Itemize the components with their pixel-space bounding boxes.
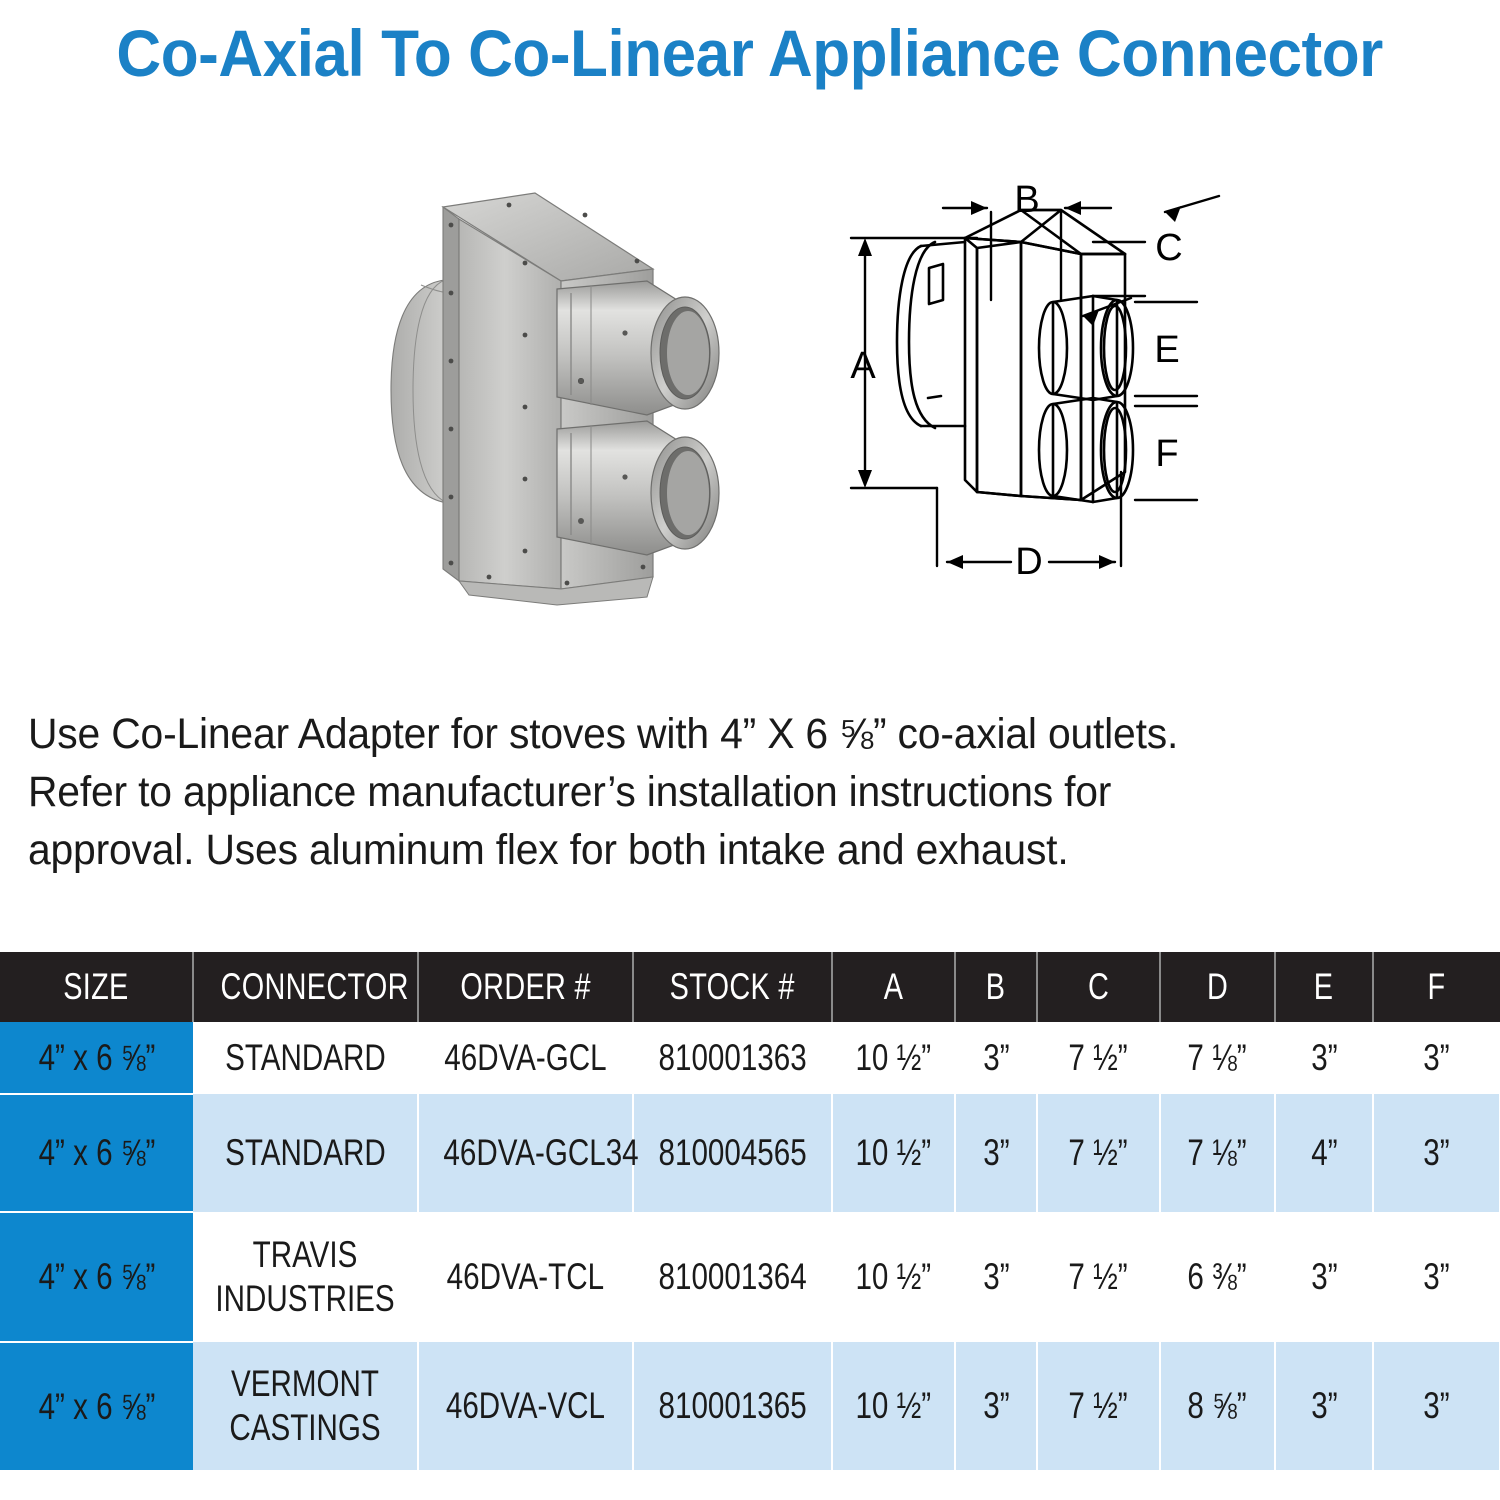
dim-label-f: F — [1155, 433, 1178, 475]
description-line-2: Refer to appliance manufacturer’s instal… — [28, 768, 1112, 816]
cell-stock: 810001364 — [633, 1212, 833, 1342]
cell-c: 7 ½” — [1037, 1094, 1161, 1212]
cell-e: 4” — [1275, 1094, 1374, 1212]
photo-outlet-lower — [556, 420, 720, 556]
cell-connector: STANDARD — [193, 1094, 419, 1212]
col-header-order: ORDER # — [418, 952, 634, 1022]
cell-f: 3” — [1373, 1022, 1500, 1094]
description-line-1: Use Co-Linear Adapter for stoves with 4”… — [28, 710, 1179, 758]
page-title-text: Co-Axial To Co-Linear Appliance Connecto… — [116, 15, 1384, 90]
col-header-d: D — [1160, 952, 1276, 1022]
page-title: Co-Axial To Co-Linear Appliance Connecto… — [0, 10, 1500, 95]
diagram-outlet-upper — [1037, 294, 1135, 402]
dim-label-a: A — [850, 345, 876, 387]
cell-a: 10 ½” — [832, 1094, 956, 1212]
cell-order: 46DVA-TCL — [418, 1212, 634, 1342]
cell-connector: STANDARD — [193, 1022, 419, 1094]
table-row: 4” x 6 ⅝” VERMONT CASTINGS 46DVA-VCL 810… — [0, 1342, 1500, 1470]
cell-b: 3” — [955, 1022, 1038, 1094]
col-header-stock: STOCK # — [633, 952, 833, 1022]
col-header-size: SIZE — [0, 952, 194, 1022]
diagram-box-face-b — [1019, 240, 1083, 502]
table-row: 4” x 6 ⅝” STANDARD 46DVA-GCL 810001363 1… — [0, 1022, 1500, 1095]
dim-label-b: B — [1014, 179, 1039, 221]
col-header-b: B — [955, 952, 1038, 1022]
cell-order: 46DVA-GCL — [418, 1022, 634, 1094]
cell-connector: TRAVIS INDUSTRIES — [193, 1212, 419, 1342]
cell-order: 46DVA-GCL34 — [418, 1094, 639, 1212]
cell-a: 10 ½” — [832, 1342, 956, 1470]
cell-size: 4” x 6 ⅝” — [0, 1212, 193, 1343]
diagram-box-top-left — [963, 208, 1063, 244]
cell-e: 3” — [1275, 1212, 1374, 1342]
cell-e: 3” — [1275, 1022, 1374, 1094]
description-paragraph: Use Co-Linear Adapter for stoves with 4”… — [28, 705, 1406, 879]
table-row: 4” x 6 ⅝” TRAVIS INDUSTRIES 46DVA-TCL 81… — [0, 1212, 1500, 1343]
product-photo — [385, 185, 725, 615]
dim-arrowheads — [858, 201, 1181, 569]
col-header-a: A — [832, 952, 956, 1022]
col-header-c: C — [1037, 952, 1161, 1022]
diagram-outlet-lower — [1037, 396, 1135, 504]
figures-region: A B C D E F — [0, 140, 1500, 660]
col-header-connector: CONNECTOR — [193, 952, 419, 1022]
dim-label-d: D — [1015, 541, 1042, 583]
cell-f: 3” — [1373, 1342, 1500, 1470]
cell-b: 3” — [955, 1212, 1038, 1342]
cell-b: 3” — [955, 1094, 1038, 1212]
diagram-coaxial-collar — [895, 240, 967, 430]
dim-label-e: E — [1154, 329, 1179, 371]
cell-d: 6 ⅜” — [1160, 1212, 1276, 1342]
cell-size: 4” x 6 ⅝” — [0, 1022, 193, 1095]
description-line-3: approval. Uses aluminum flex for both in… — [28, 826, 1069, 874]
cell-size: 4” x 6 ⅝” — [0, 1342, 193, 1470]
cell-c: 7 ½” — [1037, 1342, 1161, 1470]
cell-b: 3” — [955, 1342, 1038, 1470]
cell-d: 8 ⅝” — [1160, 1342, 1276, 1470]
cell-stock: 810004565 — [633, 1094, 833, 1212]
table-header-row: SIZE CONNECTOR ORDER # STOCK # A B C D E… — [0, 952, 1500, 1022]
cell-d: 7 ⅛” — [1160, 1022, 1276, 1094]
col-header-f: F — [1373, 952, 1500, 1022]
cell-f: 3” — [1373, 1094, 1500, 1212]
cell-order: 46DVA-VCL — [418, 1342, 634, 1470]
dimension-diagram: A B C D E F — [825, 150, 1255, 600]
cell-a: 10 ½” — [832, 1022, 956, 1094]
cell-f: 3” — [1373, 1212, 1500, 1342]
cell-connector: VERMONT CASTINGS — [193, 1342, 419, 1470]
cell-a: 10 ½” — [832, 1212, 956, 1342]
spec-table: SIZE CONNECTOR ORDER # STOCK # A B C D E… — [0, 952, 1500, 1470]
cell-c: 7 ½” — [1037, 1022, 1161, 1094]
cell-stock: 810001363 — [633, 1022, 833, 1094]
diagram-box-left-edge — [963, 236, 979, 494]
photo-outlet-upper — [556, 280, 720, 416]
table-row: 4” x 6 ⅝” STANDARD 46DVA-GCL34 810004565… — [0, 1094, 1500, 1213]
diagram-box-face-a — [975, 240, 1023, 498]
col-header-e: E — [1275, 952, 1374, 1022]
cell-e: 3” — [1275, 1342, 1374, 1470]
cell-size: 4” x 6 ⅝” — [0, 1094, 193, 1213]
cell-d: 7 ⅛” — [1160, 1094, 1276, 1212]
cell-c: 7 ½” — [1037, 1212, 1161, 1342]
dim-label-c: C — [1155, 227, 1182, 269]
cell-stock: 810001365 — [633, 1342, 833, 1470]
